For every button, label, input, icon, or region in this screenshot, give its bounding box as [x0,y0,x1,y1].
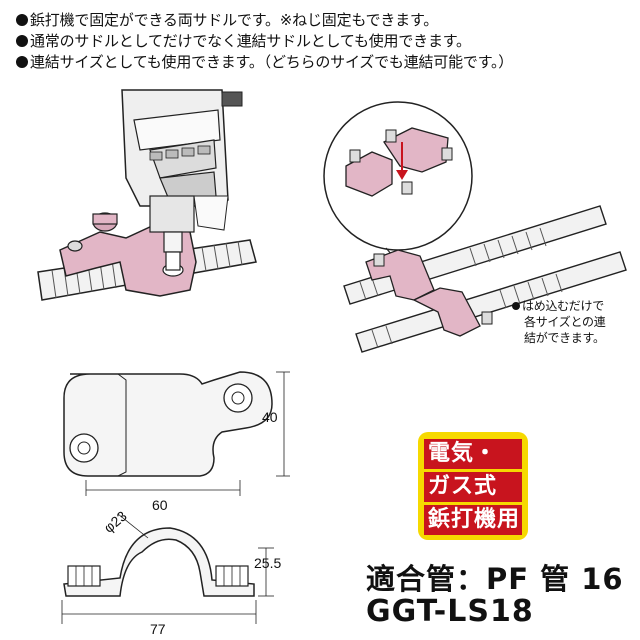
badge-line: ガス式 [424,472,522,502]
feature-text: 鋲打機で固定ができる両サドルです。※ねじ固定もできます。 [30,11,439,29]
connection-note: はめ込むだけで 各サイズとの連 結ができます。 [512,298,636,346]
bullet-icon [16,14,28,26]
note-line: 結ができます。 [524,331,605,345]
nail-gun-badge: 電気・ ガス式 鋲打機用 [418,432,528,540]
bullet-icon [16,35,28,47]
bullet-icon [16,56,28,68]
feature-item: 通常のサドルとしてだけでなく連結サドルとしても使用できます。 [16,31,628,52]
badge-line: 鋲打機用 [424,505,522,535]
compatible-pipe: 適合管：PF 管 16 [366,562,624,596]
height-top-label: 40 [262,409,278,425]
note-line: はめ込むだけで [512,298,636,314]
feature-text: 連結サイズとしても使用できます。（どちらのサイズでも連結可能です。） [30,53,514,71]
side-view-drawing: φ23 25.5 77 [61,508,281,637]
feature-list: 鋲打機で固定ができる両サドルです。※ねじ固定もできます。 通常のサドルとしてだけ… [16,10,628,73]
saddle-shape [59,225,197,297]
bullet-icon [512,302,520,310]
width-top-label: 60 [152,497,168,513]
feature-item: 連結サイズとしても使用できます。（どちらのサイズでも連結可能です。） [16,52,628,73]
badge-line: 電気・ [424,439,522,469]
model-number: GGT-LS18 [366,594,534,629]
feature-text: 通常のサドルとしてだけでなく連結サドルとしても使用できます。 [30,32,471,50]
width-side-label: 77 [150,621,166,637]
connection-illustration [323,101,627,353]
diameter-label: φ23 [101,508,130,536]
note-line: 各サイズとの連 [524,315,606,329]
nail-gun-illustration [37,89,257,301]
top-view-drawing: 40 60 [63,371,290,513]
height-side-label: 25.5 [254,555,281,571]
feature-item: 鋲打機で固定ができる両サドルです。※ねじ固定もできます。 [16,10,628,31]
